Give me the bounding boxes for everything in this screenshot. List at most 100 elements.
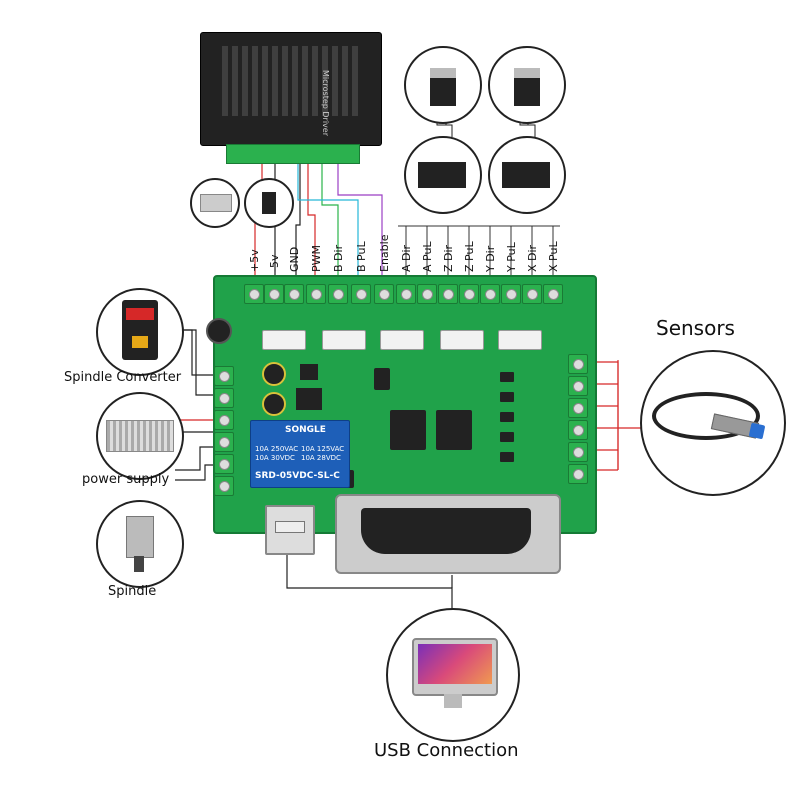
left-terminal-5 [214,454,234,474]
optocoupler-1 [500,372,514,382]
sensor-tip [748,422,766,440]
ic-2 [390,410,426,450]
db25-connector [335,494,561,574]
psu-box [200,194,232,212]
spindle-label: Spindle [108,584,157,599]
pin-label-11: Y Dir [484,245,497,272]
usb-port-slot [275,521,305,533]
left-terminal-2 [214,388,234,408]
capacitor-1 [206,318,232,344]
optocoupler-4 [500,432,514,442]
optocoupler-3 [500,412,514,422]
spindle-image [96,500,184,588]
wire-bpul [297,162,359,285]
top-terminal-3 [306,284,326,304]
top-terminal-1 [264,284,284,304]
capacitor-3 [262,392,286,416]
spindle-bit [134,556,144,572]
regulator [296,388,322,410]
relay-spec-left-2: 10A 30VDC [255,454,295,462]
relay-spec-right-1: 10A 125VAC [301,445,345,453]
top-terminal-10 [459,284,479,304]
top-terminal-7 [396,284,416,304]
header-4 [440,330,484,350]
left-terminal-6 [214,476,234,496]
top-terminal-8 [417,284,437,304]
top-terminal-4 [328,284,348,304]
top-terminal-9 [438,284,458,304]
stepper-driver-2-image [488,136,566,214]
usb-connection-label: USB Connection [374,740,519,761]
header-1 [262,330,306,350]
header-3 [380,330,424,350]
motor-cap [430,68,456,78]
relay-spec-left-1: 10A 250VAC [255,445,299,453]
spindle-body [126,516,154,558]
sensor-image [640,350,786,496]
monitor-screen [418,644,492,684]
ic-3 [436,410,472,450]
left-terminal-4 [214,432,234,452]
relay-brand: SONGLE [285,425,326,435]
sensors-label: Sensors [656,316,735,340]
pin-label-10: Z PuL [463,241,476,272]
power-supply-label: power supply [82,472,170,487]
vfd-knob [132,336,148,348]
usb-port [265,505,315,555]
wire-pwm [307,162,316,285]
ic-1 [374,368,390,390]
driver-terminal-strip [226,144,360,164]
top-terminal-5 [351,284,371,304]
computer-image [386,608,520,742]
motor-body [430,76,456,106]
wire-enable [337,162,383,285]
right-terminal-1 [568,354,588,374]
pin-label-2: GND [288,246,301,272]
optocoupler-2 [500,392,514,402]
mini-motor [262,192,276,214]
header-2 [322,330,366,350]
capacitor-2 [262,362,286,386]
pin-label-9: Z Dir [442,244,455,272]
pin-label-12: Y PuL [505,242,518,272]
top-terminal-2 [284,284,304,304]
wire-bdir [321,162,339,285]
pin-label-5: B PuL [355,241,368,272]
wire-gnd [295,162,301,285]
power-supply-small-image [190,178,240,228]
top-terminal-13 [522,284,542,304]
transistor [300,364,318,380]
power-supply-image [96,392,184,480]
right-terminal-5 [568,442,588,462]
optocoupler-5 [500,452,514,462]
db25-body [361,508,531,554]
relay-model: SRD-05VDC-SL-C [255,471,340,481]
pin-label-8: A PuL [421,241,434,272]
pin-label-6: Enable [378,234,391,272]
monitor-stand [444,694,462,708]
top-terminal-14 [543,284,563,304]
stepper-motor-2-image [488,46,566,124]
right-terminal-4 [568,420,588,440]
top-terminal-0 [244,284,264,304]
stepper-motor-1-image [404,46,482,124]
right-terminal-3 [568,398,588,418]
right-terminal-6 [568,464,588,484]
psu-body [106,420,174,452]
pin-label-14: X PuL [547,241,560,272]
relay: SONGLE 10A 250VAC 10A 30VDC 10A 125VAC 1… [250,420,350,488]
mini-driver [502,162,550,188]
pin-label-0: +5v [248,249,261,272]
monitor [412,638,498,696]
motor-body [514,76,540,106]
pin-label-7: A Dir [400,244,413,272]
pin-label-1: -5v [268,254,281,272]
left-terminal-1 [214,366,234,386]
header-5 [498,330,542,350]
stepper-driver-1-image [404,136,482,214]
top-terminal-11 [480,284,500,304]
mini-driver [418,162,466,188]
vfd-screen [126,308,154,320]
stepper-motor-small-image [244,178,294,228]
motor-cap [514,68,540,78]
